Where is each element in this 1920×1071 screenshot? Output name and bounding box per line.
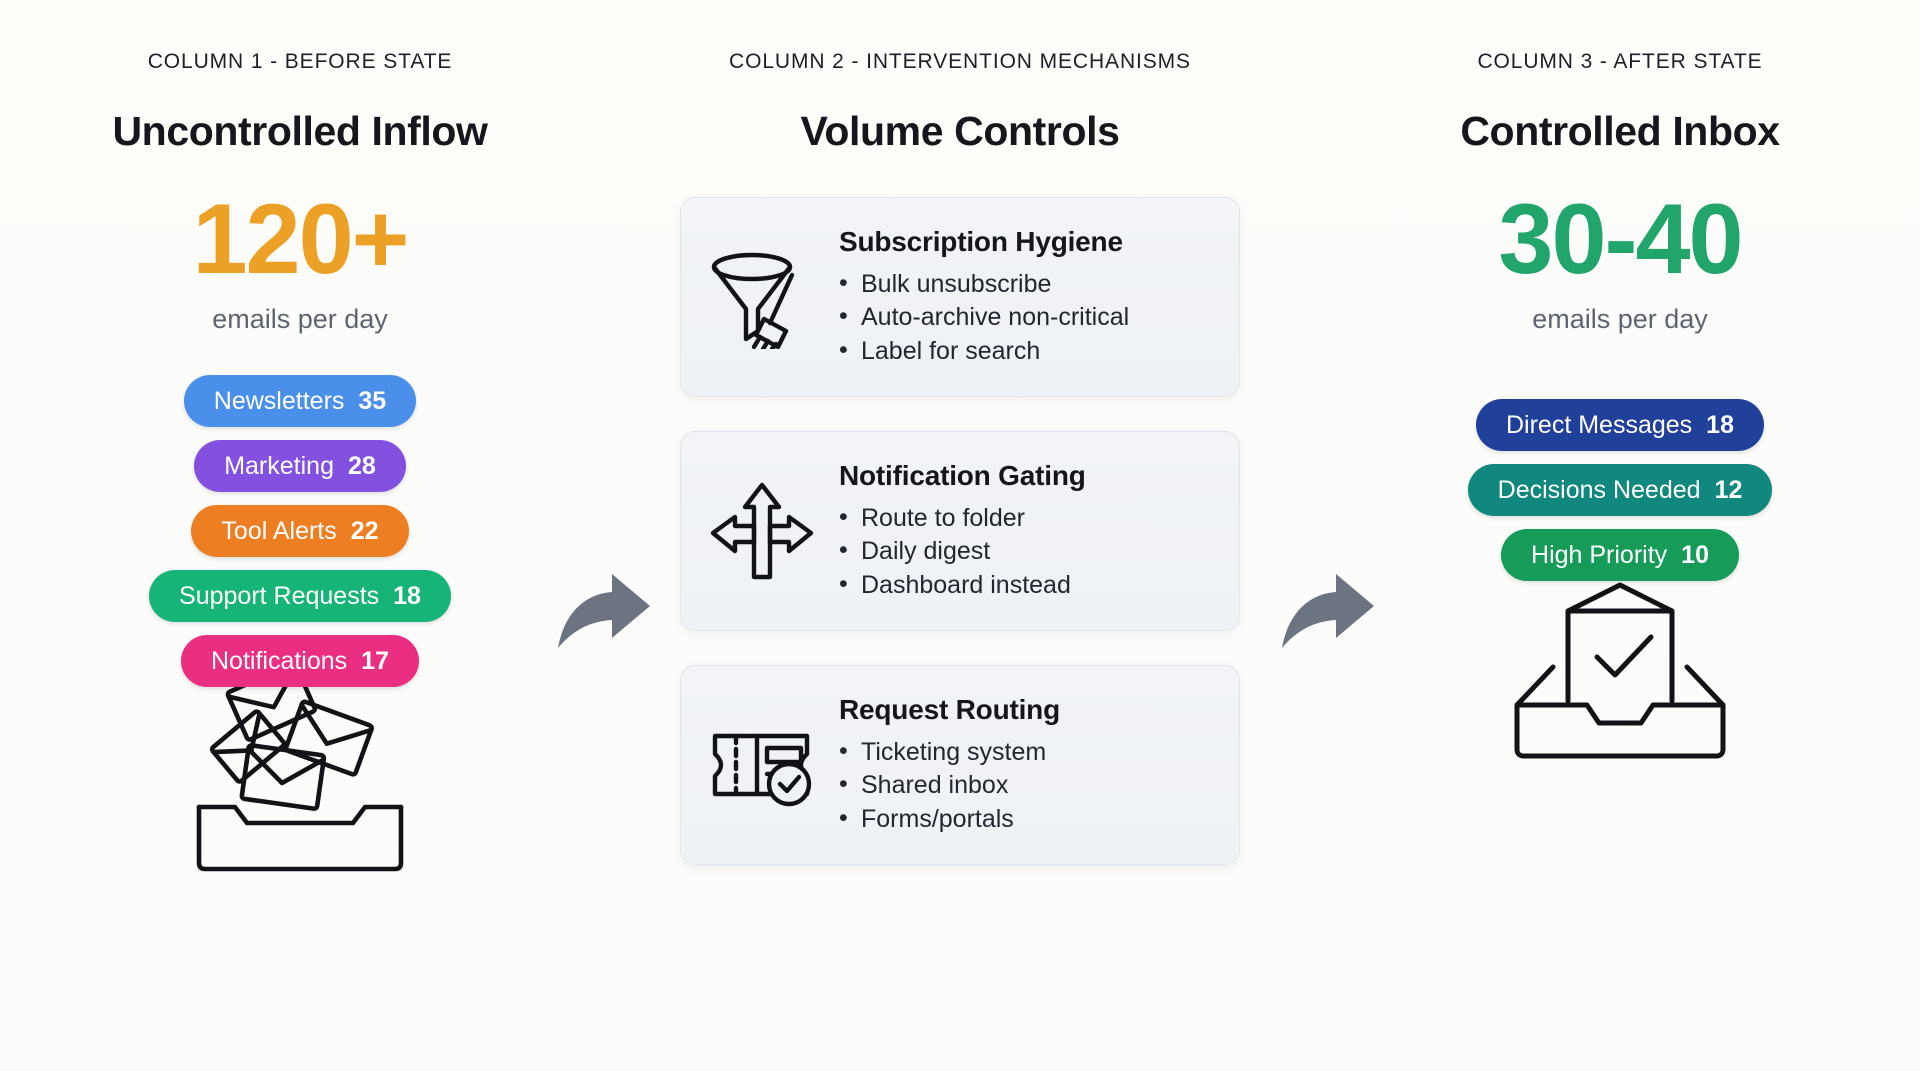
pill-count: 12 <box>1714 475 1743 504</box>
card-title: Notification Gating <box>839 459 1086 491</box>
bullet-item: Forms/portals <box>839 802 1213 837</box>
pill-direct-messages[interactable]: Direct Messages 18 <box>1476 399 1764 451</box>
column-1-eyebrow: COLUMN 1 - BEFORE STATE <box>147 50 453 73</box>
ticket-check-icon <box>703 722 821 808</box>
pill-count: 28 <box>347 451 376 480</box>
card-body: Notification Gating Route to folder Dail… <box>839 460 1213 603</box>
bullet-item: Ticketing system <box>839 735 1213 770</box>
funnel-broom-icon <box>703 245 821 349</box>
inbox-check-icon <box>1505 581 1735 766</box>
pill-count: 35 <box>358 386 387 415</box>
bullet-item: Auto-archive non-critical <box>839 300 1213 335</box>
arrow-before-to-middle-icon <box>548 566 658 654</box>
column-1-metric: 120+ <box>192 183 410 294</box>
pill-label: Newsletters <box>213 386 345 415</box>
pill-count: 22 <box>350 516 379 545</box>
card-bullets: Route to folder Daily digest Dashboard i… <box>839 501 1213 603</box>
pill-marketing[interactable]: Marketing 28 <box>194 440 406 492</box>
pill-count: 10 <box>1681 540 1709 569</box>
column-3-title: Controlled Inbox <box>1460 108 1780 154</box>
card-bullets: Ticketing system Shared inbox Forms/port… <box>839 735 1213 837</box>
pill-count: 17 <box>361 646 389 675</box>
pill-tool-alerts[interactable]: Tool Alerts 22 <box>191 505 409 557</box>
mechanism-card-stack: Subscription Hygiene Bulk unsubscribe Au… <box>680 197 1240 865</box>
messy-envelopes-inbox-icon <box>175 687 425 877</box>
column-3-pill-stack: Direct Messages 18 Decisions Needed 12 H… <box>1385 399 1855 581</box>
card-title: Request Routing <box>839 693 1060 725</box>
pill-notifications[interactable]: Notifications 17 <box>181 635 419 687</box>
column-3-eyebrow: COLUMN 3 - AFTER STATE <box>1477 50 1763 73</box>
column-1-pill-stack: Newsletters 35 Marketing 28 Tool Alerts … <box>65 375 535 687</box>
card-title: Subscription Hygiene <box>839 225 1123 257</box>
column-2-title: Volume Controls <box>800 108 1120 154</box>
pill-label: Direct Messages <box>1506 410 1693 439</box>
pill-support-requests[interactable]: Support Requests 18 <box>149 570 451 622</box>
bullet-item: Daily digest <box>839 534 1213 569</box>
pill-count: 18 <box>393 581 421 610</box>
column-before-state: COLUMN 1 - BEFORE STATE Uncontrolled Inf… <box>65 0 535 919</box>
bullet-item: Shared inbox <box>839 768 1213 803</box>
pill-label: Tool Alerts <box>221 516 337 545</box>
column-2-eyebrow: COLUMN 2 - INTERVENTION MECHANISMS <box>729 50 1191 73</box>
pill-label: Decisions Needed <box>1497 475 1701 504</box>
pill-label: High Priority <box>1531 540 1668 569</box>
column-3-metric: 30-40 <box>1498 183 1743 294</box>
column-1-title: Uncontrolled Inflow <box>112 108 488 154</box>
pill-count: 18 <box>1706 410 1734 439</box>
card-notification-gating[interactable]: Notification Gating Route to folder Dail… <box>680 431 1240 631</box>
card-subscription-hygiene[interactable]: Subscription Hygiene Bulk unsubscribe Au… <box>680 197 1240 397</box>
pill-label: Notifications <box>211 646 348 675</box>
bullet-item: Dashboard instead <box>839 568 1213 603</box>
column-intervention-mechanisms: COLUMN 2 - INTERVENTION MECHANISMS Volum… <box>680 0 1240 865</box>
column-3-metric-caption: emails per day <box>1532 304 1708 334</box>
bullet-item: Bulk unsubscribe <box>839 267 1213 302</box>
arrow-middle-to-after-icon <box>1272 566 1382 654</box>
card-body: Request Routing Ticketing system Shared … <box>839 694 1213 837</box>
pill-newsletters[interactable]: Newsletters 35 <box>183 375 417 427</box>
three-way-arrow-icon <box>703 481 821 581</box>
card-request-routing[interactable]: Request Routing Ticketing system Shared … <box>680 665 1240 865</box>
bullet-item: Label for search <box>839 334 1213 369</box>
pill-label: Marketing <box>224 451 334 480</box>
bullet-item: Route to folder <box>839 501 1213 536</box>
column-after-state: COLUMN 3 - AFTER STATE Controlled Inbox … <box>1385 0 1855 808</box>
column-1-metric-caption: emails per day <box>212 304 388 334</box>
pill-label: Support Requests <box>179 581 380 610</box>
card-body: Subscription Hygiene Bulk unsubscribe Au… <box>839 226 1213 369</box>
card-bullets: Bulk unsubscribe Auto-archive non-critic… <box>839 267 1213 369</box>
pill-decisions-needed[interactable]: Decisions Needed 12 <box>1467 464 1773 516</box>
pill-high-priority[interactable]: High Priority 10 <box>1501 529 1739 581</box>
